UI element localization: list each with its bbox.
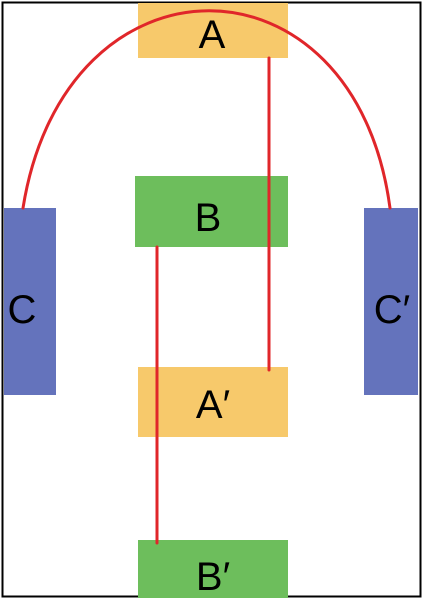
box-b — [135, 176, 288, 247]
label-c: C — [8, 288, 37, 332]
label-c-prime: C′ — [374, 288, 410, 332]
connector-arc-c-to-c-prime — [21, 9, 392, 210]
label-b: B — [195, 196, 222, 240]
label-a: A — [199, 13, 226, 57]
box-a-prime — [138, 367, 288, 437]
box-b-prime — [138, 540, 288, 598]
box-c-prime — [364, 208, 418, 395]
label-a-prime: A′ — [196, 383, 230, 427]
label-b-prime: B′ — [196, 555, 230, 599]
box-c — [4, 208, 56, 395]
